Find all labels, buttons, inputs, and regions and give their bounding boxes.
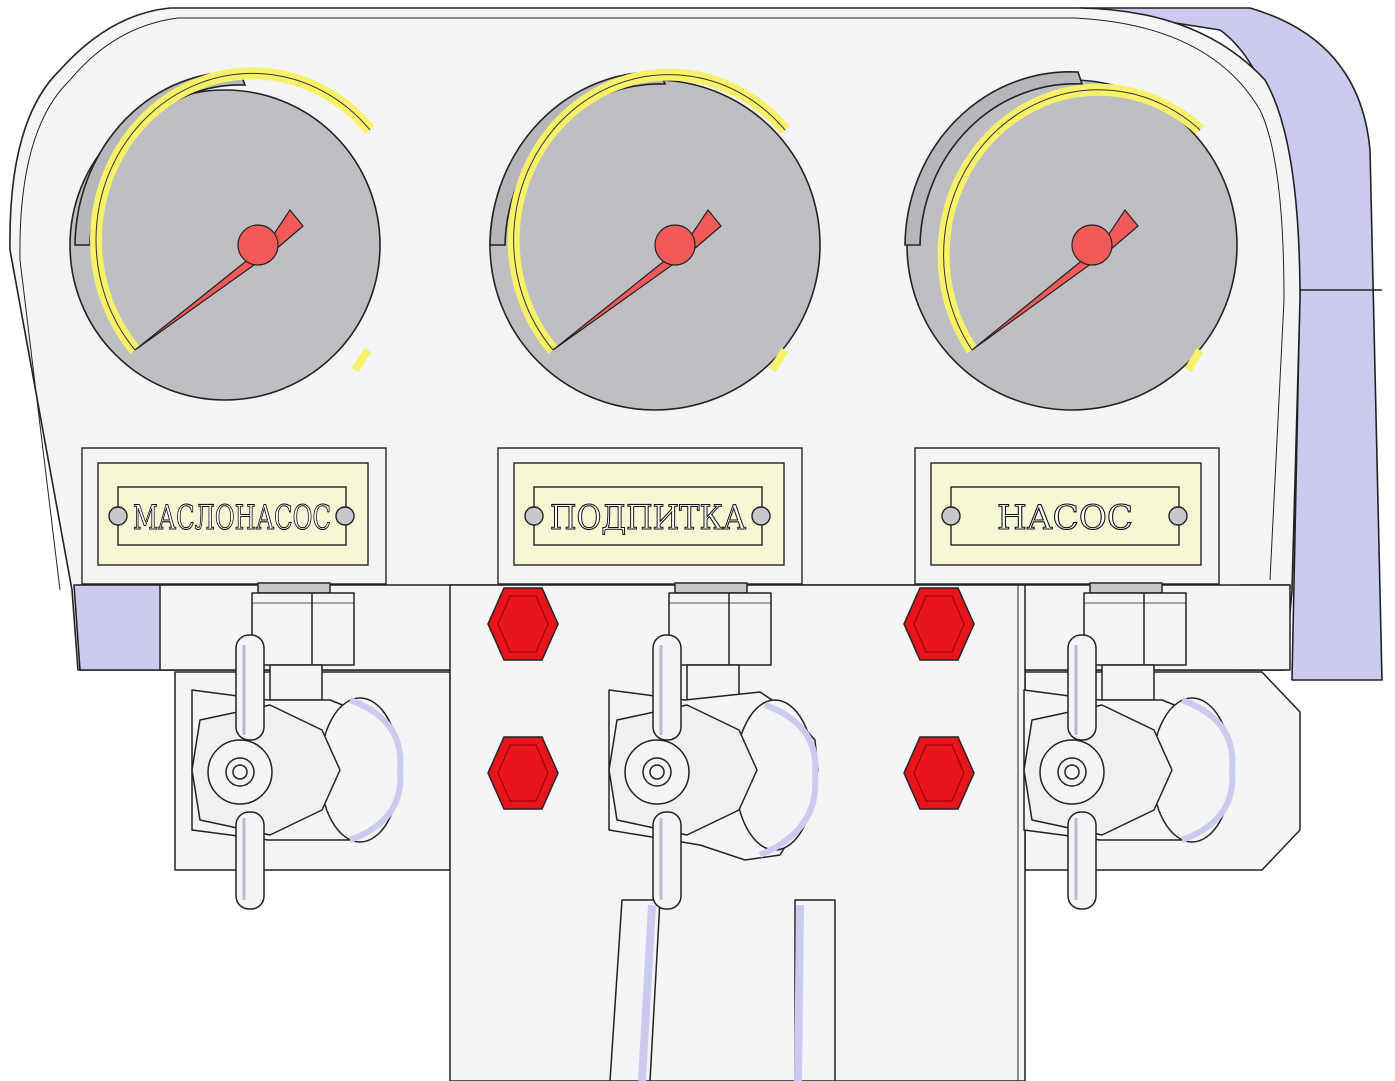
gauge-needle [552, 208, 722, 351]
valve-podpitka [608, 582, 819, 910]
screw-icon [335, 506, 355, 526]
valve-handle [235, 634, 265, 741]
screw-icon [941, 506, 961, 526]
screw-icon [751, 506, 771, 526]
valve-maslonasos [191, 582, 404, 910]
plate-label-maslonasos: МАСЛОНАСОС [133, 498, 331, 538]
plate-label-nasos: НАСОС [997, 498, 1133, 538]
valve-handle [1067, 634, 1097, 741]
gauge-maslonasos [69, 67, 381, 401]
nameplate-podpitka: ПОДПИТКА [513, 462, 785, 566]
nameplate-nasos: НАСОС [930, 462, 1202, 566]
gauge-nasos [904, 71, 1238, 411]
gauge-needle [971, 208, 1139, 351]
gauge-needle [134, 208, 304, 351]
bolts [487, 587, 975, 810]
gauge-podpitka [489, 68, 821, 411]
plate-label-podpitka: ПОДПИТКА [550, 498, 746, 538]
screw-icon [524, 506, 544, 526]
screw-icon [1168, 506, 1188, 526]
nameplate-maslonasos: МАСЛОНАСОС [97, 462, 369, 566]
screw-icon [108, 506, 128, 526]
valve-nasos [1023, 582, 1236, 910]
valve-handle [652, 634, 682, 741]
